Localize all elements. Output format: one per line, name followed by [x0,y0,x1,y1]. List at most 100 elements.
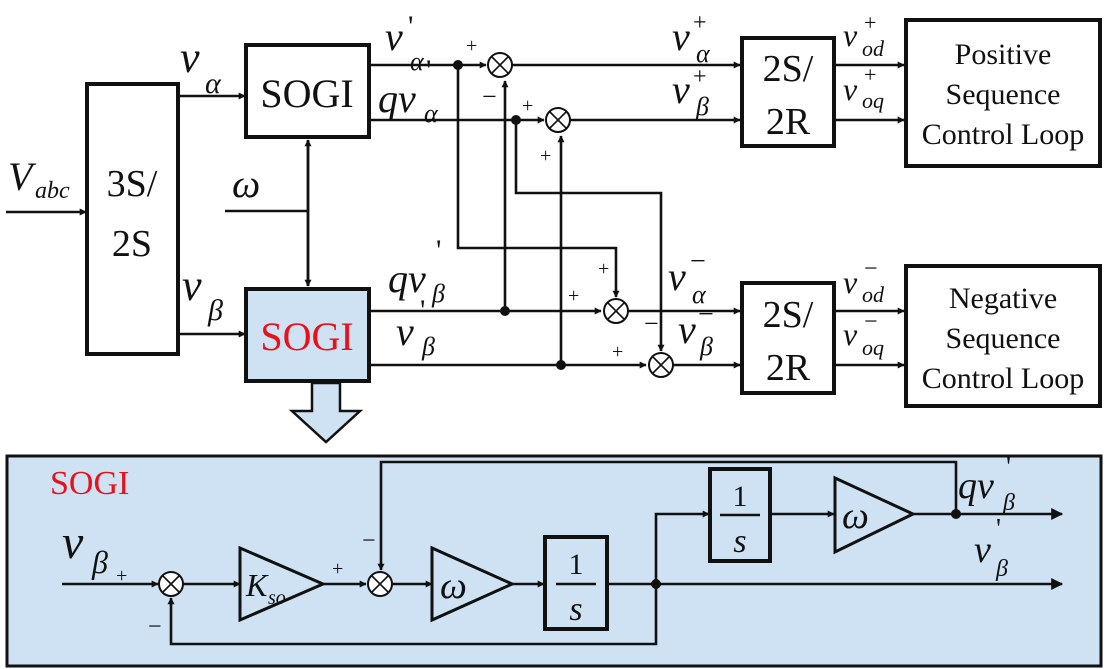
svg-text:': ' [436,234,441,267]
sign-sum1-minus: − [482,82,497,111]
block-sogi-alpha: SOGI [244,43,371,139]
svg-text:+: + [864,10,876,35]
block-positive-sequence-control-loop: Positive Sequence Control Loop [904,18,1102,168]
svg-text:α: α [692,280,707,309]
detail-sign-sumA-minus: − [148,614,162,640]
block-negative-sequence-control-loop: Negative Sequence Control Loop [904,264,1102,408]
svg-text:K: K [245,567,269,603]
label-v-alpha-plus: v + α [672,10,711,68]
svg-text:': ' [420,294,425,327]
svg-text:oq: oq [862,88,884,113]
sign-sum4-minus: − [644,309,659,338]
svg-text:s: s [569,591,582,628]
svg-text:v: v [62,516,84,569]
svg-text:': ' [426,54,431,87]
block-3s-2s: 3S/ 2S [85,82,180,356]
svg-text:+: + [864,62,876,87]
svg-text:v: v [672,14,690,59]
label-v-beta: v β [182,261,223,327]
svg-text:': ' [996,514,1001,545]
svg-text:so: so [268,587,286,609]
svg-text:β: β [699,332,713,361]
detail-gain-omega-1: ω [430,545,516,623]
detail-label-out-qv: qv ' β [958,452,1015,516]
label-v-beta-plus: v + β [672,64,709,121]
sum-alpha-minus [603,298,629,324]
svg-text:qv: qv [388,256,426,301]
svg-text:v: v [180,33,200,82]
svg-text:qv: qv [958,465,994,507]
block-2s-2r-negative: 2S/ 2R [740,281,836,395]
svg-text:α: α [424,99,439,128]
svg-text:+: + [693,64,707,90]
label-qv-beta-prime: qv ' β [388,234,445,308]
label-omega: ω [232,161,260,206]
svg-text:abc: abc [35,178,70,204]
svg-text:SOGI: SOGI [260,71,353,116]
svg-text:v: v [843,316,858,352]
label-v-beta-minus: v − β [678,299,714,361]
svg-text:V: V [8,154,37,199]
svg-text:v: v [668,254,686,299]
svg-text:od: od [862,282,885,307]
svg-text:oq: oq [862,335,884,360]
detail-title: SOGI [50,465,129,502]
svg-text:v: v [396,309,414,354]
svg-text:Control Loop: Control Loop [922,362,1085,395]
svg-text:2S: 2S [112,223,152,265]
detail-sign-sumB-minus: − [362,528,376,554]
svg-text:−: − [698,299,714,330]
detail-sum-inner [367,571,393,597]
detail-sum-error [158,571,184,597]
svg-text:v: v [182,261,202,310]
block-sogi-beta: SOGI [244,287,371,383]
svg-text:2R: 2R [766,347,811,389]
svg-text:v: v [974,529,991,571]
label-v-alpha-prime: v ' α [385,10,425,76]
svg-text:2R: 2R [766,101,811,143]
svg-text:Positive: Positive [955,38,1052,71]
svg-text:1: 1 [733,480,748,513]
sum-beta-plus [545,107,571,133]
svg-text:β: β [1002,490,1015,516]
svg-text:': ' [408,10,413,43]
svg-text:1: 1 [569,548,584,581]
label-v-beta-prime: v ' β [396,294,435,361]
expand-arrow-icon [288,381,364,444]
svg-text:SOGI: SOGI [260,314,353,359]
sum-beta-minus [648,352,674,378]
svg-text:β: β [91,544,108,580]
label-v-alpha: v α [180,33,222,100]
svg-text:od: od [862,36,885,61]
svg-text:ω: ω [440,565,467,607]
svg-text:+: + [693,10,707,36]
detail-gain-omega-2: ω [833,475,917,555]
svg-text:β: β [431,279,445,308]
svg-text:': ' [1006,452,1011,483]
detail-wire-to-int2 [654,510,710,584]
svg-text:β: β [421,332,435,361]
label-v-oq-plus: v + oq [843,62,884,113]
svg-text:−: − [864,256,878,282]
svg-text:β: β [995,556,1008,582]
detail-wire-feedback-v [167,584,658,646]
svg-text:qv: qv [378,76,416,121]
svg-text:β: β [207,294,223,327]
svg-text:s: s [733,523,746,560]
svg-text:α: α [696,39,711,68]
sign-sum3-plus-top: + [598,258,609,280]
detail-sign-sumB-plus: + [332,558,343,580]
svg-text:Negative: Negative [949,282,1057,315]
sign-sum1-plus: + [466,35,477,57]
wire-v-alpha-to-sum3 [456,65,620,298]
sign-sum2-plus-bottom: + [540,145,551,167]
svg-text:3S/: 3S/ [107,163,158,205]
svg-text:Sequence: Sequence [946,322,1061,355]
svg-text:−: − [690,246,706,277]
label-v-od-plus: v + od [843,10,885,61]
svg-text:v: v [843,17,858,53]
svg-text:α: α [410,47,425,76]
sign-sum3-plus-left: + [568,285,579,307]
label-v-oq-minus: v − oq [843,309,884,360]
